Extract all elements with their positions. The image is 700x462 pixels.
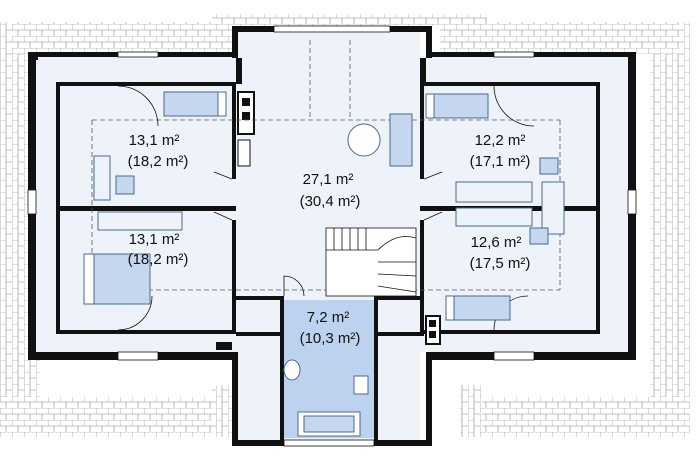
room-area-bathroom: 7,2 m² xyxy=(307,309,350,326)
room-area-hall: 27,1 m² xyxy=(303,171,354,188)
sofa xyxy=(389,113,413,167)
room-area-bedroom-bottom-right: 12,6 m² xyxy=(471,234,522,251)
room-labels: 13,1 m² (18,2 m²) 13,1 m² (18,2 m²) 27,1… xyxy=(128,132,531,347)
room-area-bedroom-bottom-left: 13,1 m² xyxy=(129,231,180,248)
sink xyxy=(283,359,301,381)
table-round xyxy=(347,123,381,157)
room-area-total-bedroom-top-right: (17,1 m²) xyxy=(470,153,531,170)
furniture xyxy=(83,91,565,437)
room-area-total-bedroom-bottom-right: (17,5 m²) xyxy=(470,255,531,272)
room-area-bedroom-top-right: 12,2 m² xyxy=(475,132,526,149)
bed-top-right xyxy=(425,93,489,119)
wardrobe-left xyxy=(97,211,183,231)
wardrobe-right xyxy=(455,181,533,203)
chair-right-top xyxy=(539,157,559,175)
chair-left xyxy=(115,175,135,195)
room-area-total-bedroom-top-left: (18,2 m²) xyxy=(128,153,189,170)
desk-right xyxy=(541,181,565,235)
wardrobe-right-b xyxy=(455,207,533,227)
room-area-total-hall: (30,4 m²) xyxy=(300,193,361,210)
bed-top-left xyxy=(163,91,227,117)
bed-bottom-left xyxy=(83,253,151,305)
room-area-total-bedroom-bottom-left: (18,2 m²) xyxy=(128,251,189,268)
bed-bottom-right xyxy=(445,295,511,321)
room-area-total-bathroom: (10,3 m²) xyxy=(300,330,361,347)
toilet xyxy=(353,375,369,395)
chair-right-bottom xyxy=(529,227,549,245)
desk-left xyxy=(93,155,111,201)
shelf-left xyxy=(237,139,251,167)
roof-eaves xyxy=(0,14,690,437)
room-area-bedroom-top-left: 13,1 m² xyxy=(129,132,180,149)
shafts xyxy=(216,91,441,350)
staircase xyxy=(325,227,417,297)
windows xyxy=(27,25,637,447)
